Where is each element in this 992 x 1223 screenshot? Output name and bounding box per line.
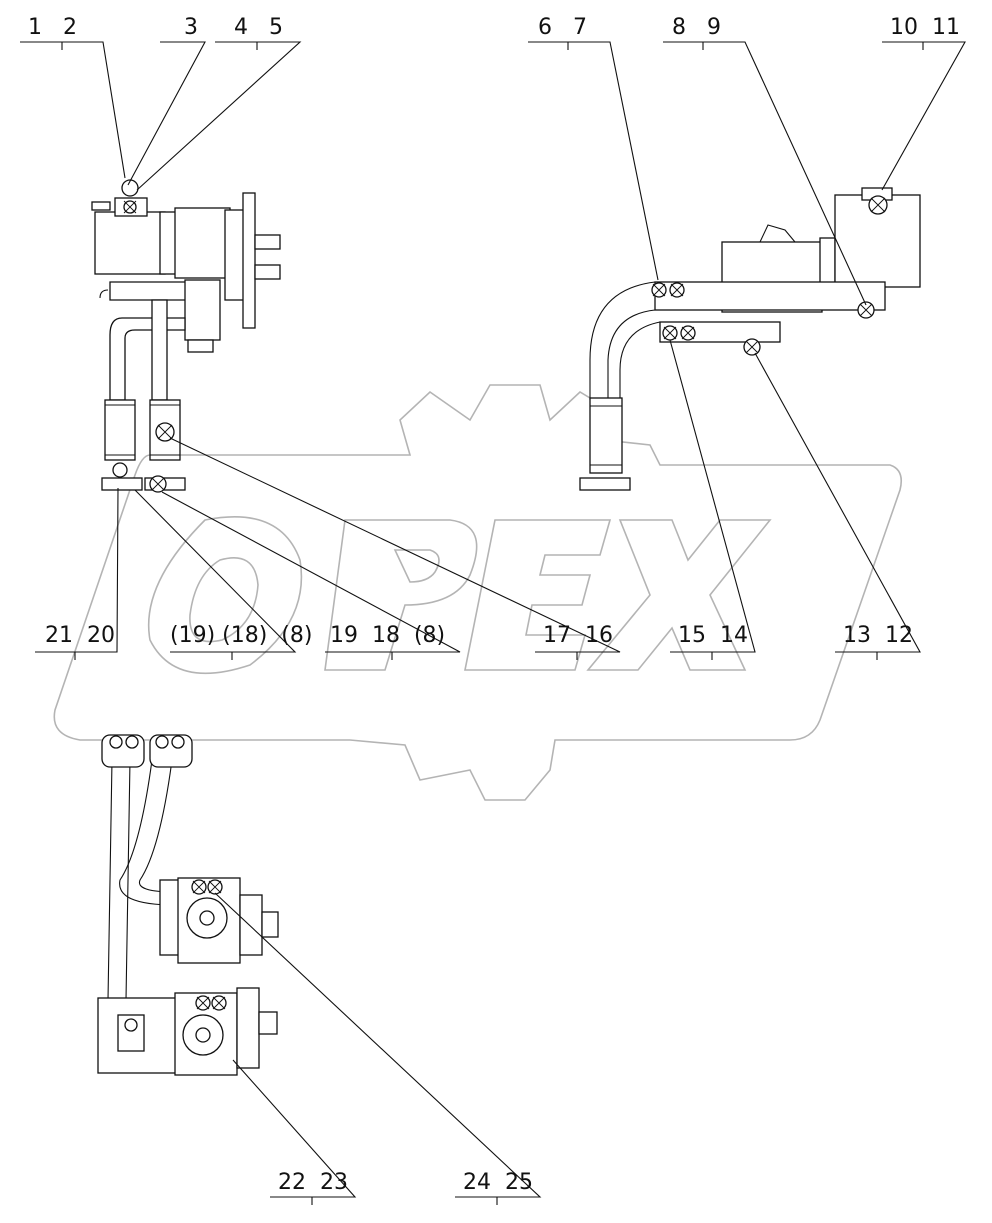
top-left-pump-assembly	[91, 179, 281, 493]
callout-labels: 1 2 3 4 5 6 7 8 9 10 11 21 20 (19) (18) …	[28, 15, 960, 1195]
callout-22-23: 22 23	[278, 1170, 348, 1195]
callout-6-7: 6 7	[538, 15, 587, 40]
watermark-letters	[147, 516, 772, 675]
callout-10-11: 10 11	[890, 15, 960, 40]
callout-24-25: 24 25	[463, 1170, 533, 1195]
leader-lines	[20, 41, 966, 1205]
callout-8-9: 8 9	[672, 15, 721, 40]
watermark-gear-outline	[53, 384, 903, 801]
callout-1-2: 1 2	[28, 15, 77, 40]
top-right-tank-assembly	[579, 187, 921, 491]
callout-19-18-8-p: (19) (18) (8)	[170, 623, 312, 648]
callout-17-16: 17 16	[543, 623, 613, 648]
callout-3: 3	[184, 15, 198, 40]
callout-4-5: 4 5	[234, 15, 283, 40]
bottom-pump-assembly	[97, 734, 279, 1076]
opex-watermark	[53, 384, 903, 801]
callout-13-12: 13 12	[843, 623, 913, 648]
callout-21-20: 21 20	[45, 623, 115, 648]
callout-19-18-8: 19 18 (8)	[330, 623, 445, 648]
callout-15-14: 15 14	[678, 623, 748, 648]
